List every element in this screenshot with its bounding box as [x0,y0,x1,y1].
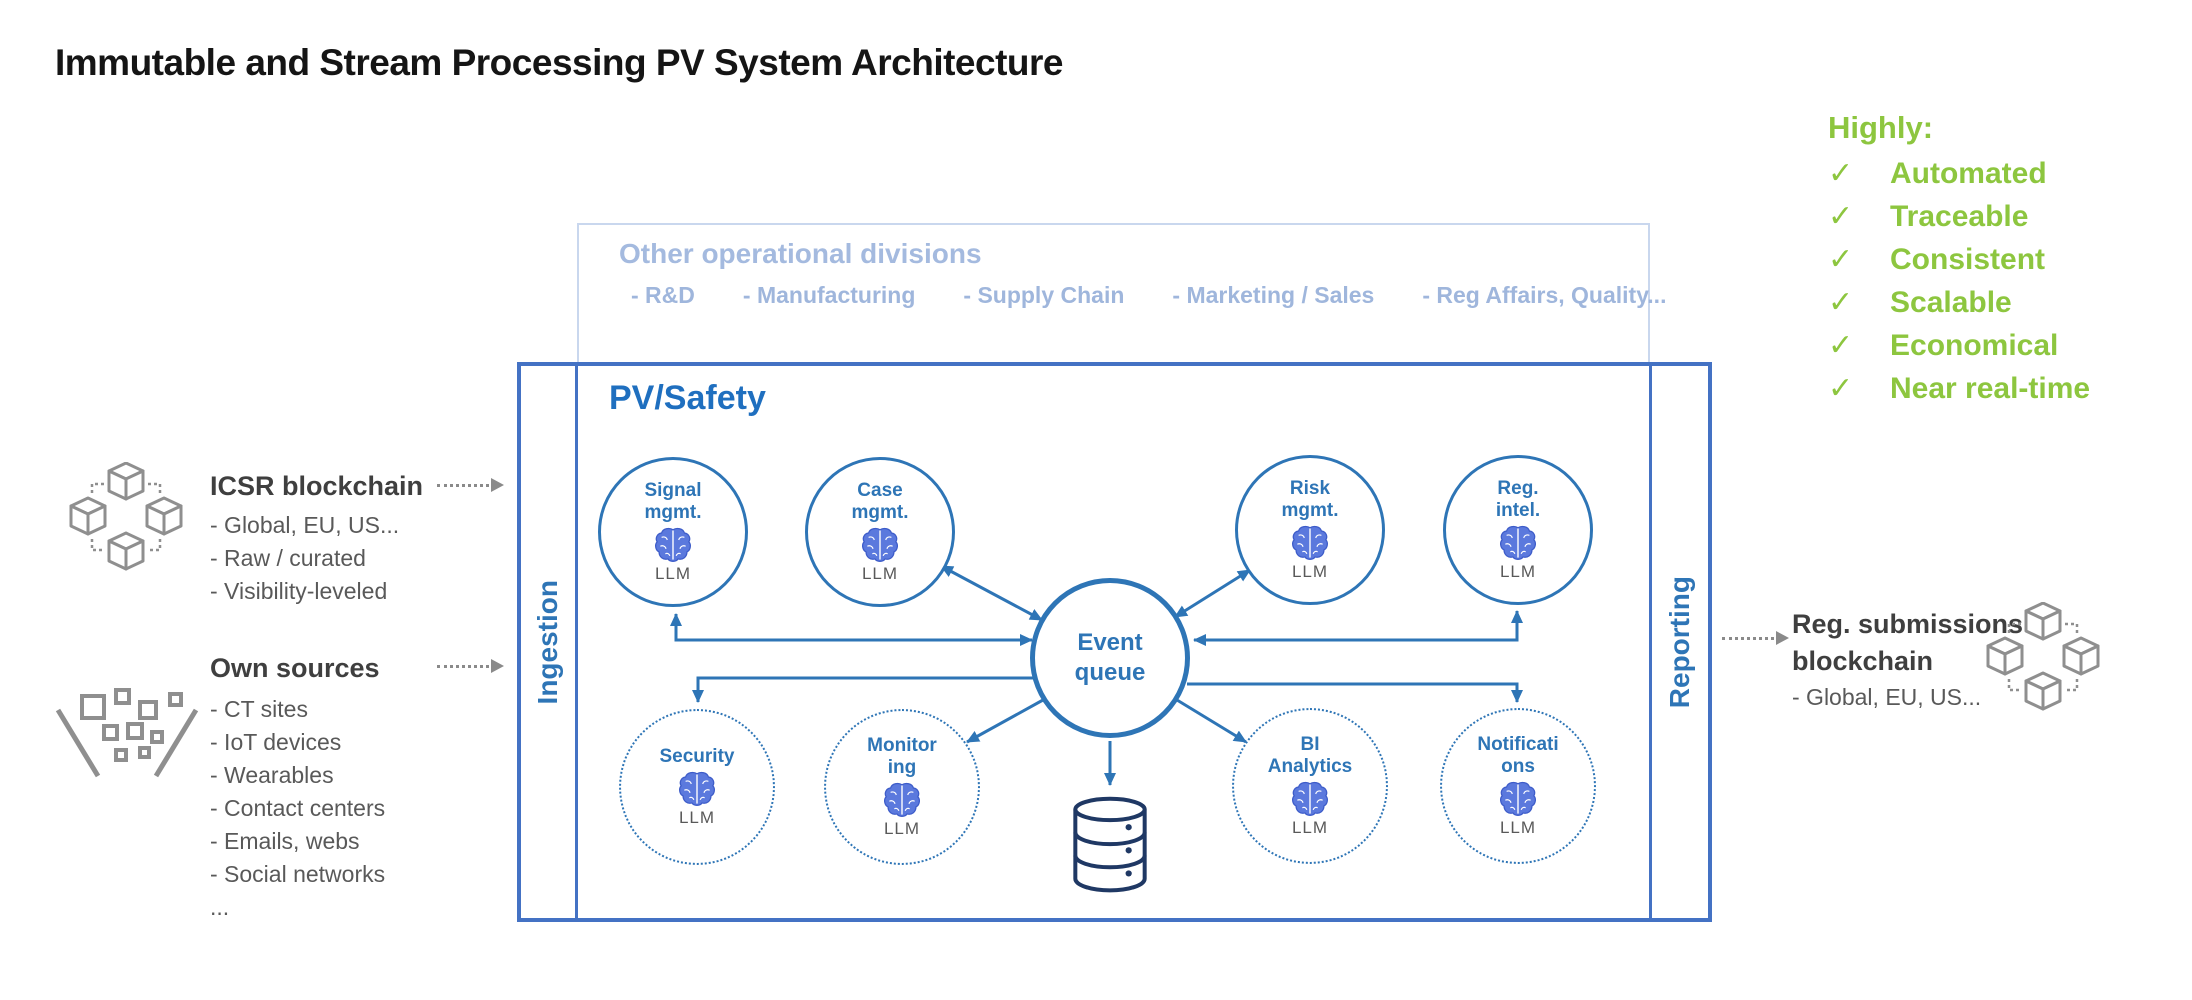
division-item: - R&D [631,282,695,308]
icsr-ingest-arrow-icon [437,478,504,492]
llm-label: LLM [1499,561,1537,581]
highlight-item: ✓ Consistent [1828,243,2046,276]
icsr-blockchain-title: ICSR blockchain [210,471,424,501]
own-sources-item: - Social networks [210,861,386,887]
llm-brain-icon [1291,781,1329,816]
llm-label: LLM [678,808,716,828]
module-bi-analytics: BI Analytics LLM [1232,708,1388,864]
highlight-item: ✓ Economical [1828,329,2059,362]
other-divisions-list: - R&D - Manufacturing - Supply Chain - M… [631,282,1666,309]
reporting-bar: Reporting [1649,366,1708,918]
own-sources-item: - Wearables [210,762,334,788]
llm-brain-icon [883,782,921,817]
llm-label: LLM [883,818,921,838]
check-icon: ✓ [1828,286,1854,319]
blockchain-icon [68,462,184,572]
event-queue-label: Event queue [1074,629,1146,686]
own-sources-ingest-arrow-icon [437,659,504,673]
llm-label: LLM [1291,561,1329,581]
module-monitoring: Monitor ing LLM [824,709,980,865]
llm-label: LLM [1291,817,1329,837]
check-icon: ✓ [1828,243,1854,276]
own-sources-item: - Emails, webs [210,828,360,854]
llm-brain-icon [1499,781,1537,816]
highlight-item: ✓ Automated [1828,157,2047,190]
reg-submissions-title: Reg. submissions blockchain [1792,609,2024,676]
highlight-item: ✓ Near real-time [1828,372,2091,405]
llm-brain-icon [1499,525,1537,560]
icsr-item: - Visibility-leveled [210,578,388,604]
module-security: Security LLM [619,709,775,865]
llm-brain-icon [1291,525,1329,560]
reporting-out-arrow-icon [1722,631,1789,645]
module-signal-mgmt: Signal mgmt. LLM [598,457,748,607]
reporting-label: Reporting [1664,575,1695,709]
division-item: - Reg Affairs, Quality... [1422,282,1667,308]
reg-submissions-item: - Global, EU, US... [1792,684,1982,710]
highlights-panel: Highly: ✓ Automated ✓ Traceable ✓ Consis… [1828,110,2090,414]
llm-brain-icon [654,527,692,562]
module-notifications: Notificati ons LLM [1440,708,1596,864]
check-icon: ✓ [1828,200,1854,233]
llm-brain-icon [678,771,716,807]
division-item: - Marketing / Sales [1172,282,1375,308]
ingestion-bar: Ingestion [521,366,578,918]
own-sources-item: - CT sites [210,696,308,722]
highlight-item: ✓ Scalable [1828,286,2012,319]
icsr-item: - Raw / curated [210,545,366,571]
highlight-item: ✓ Traceable [1828,200,2029,233]
scatter-sources-icon [52,688,202,780]
module-case-mgmt: Case mgmt. LLM [805,457,955,607]
page-title: Immutable and Stream Processing PV Syste… [55,42,1064,83]
division-item: - Manufacturing [742,282,916,308]
database-icon [1073,796,1147,893]
event-queue-node: Event queue [1030,578,1190,738]
pv-safety-title: PV/Safety [609,379,766,417]
own-sources-item: - IoT devices [210,729,342,755]
highlights-heading: Highly: [1828,110,1934,145]
check-icon: ✓ [1828,372,1854,405]
llm-label: LLM [861,563,899,583]
own-sources-title: Own sources [210,653,380,683]
llm-brain-icon [861,527,899,562]
module-reg-intel: Reg. intel. LLM [1443,455,1593,605]
blockchain-icon [1985,602,2101,712]
own-sources-item: - Contact centers [210,795,386,821]
icsr-item: - Global, EU, US... [210,512,400,538]
division-item: - Supply Chain [963,282,1125,308]
check-icon: ✓ [1828,329,1854,362]
check-icon: ✓ [1828,157,1854,190]
llm-label: LLM [1499,817,1537,837]
own-sources-item: ... [210,894,230,920]
other-divisions-title: Other operational divisions [619,238,982,269]
module-risk-mgmt: Risk mgmt. LLM [1235,455,1385,605]
llm-label: LLM [654,563,692,583]
ingestion-label: Ingestion [532,579,563,705]
